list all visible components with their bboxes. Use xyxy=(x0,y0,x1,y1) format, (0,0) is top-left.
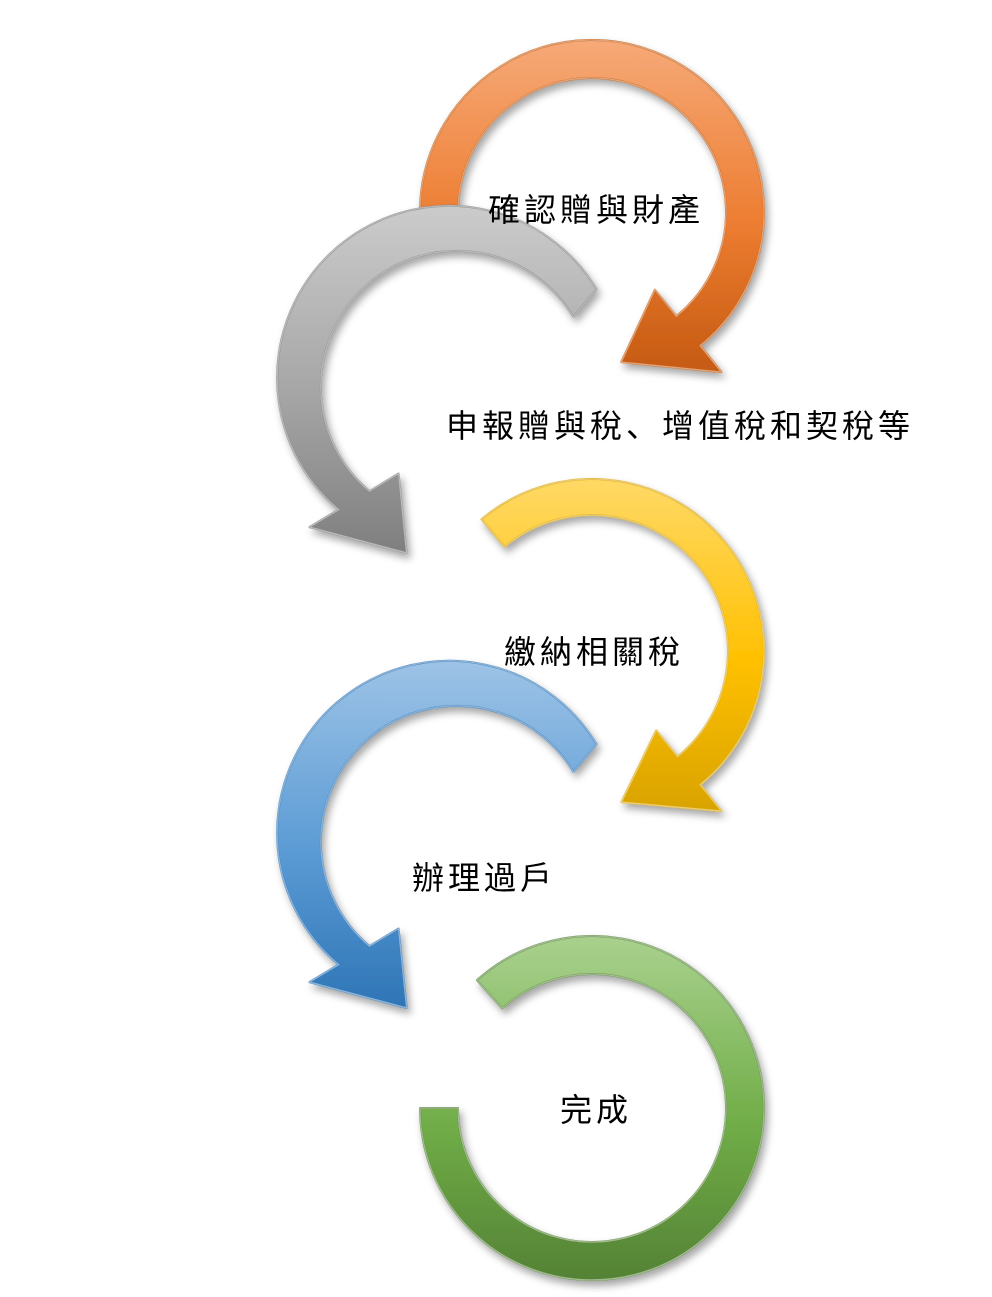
step-3-label: 繳納相關稅 xyxy=(504,633,685,671)
step-1-arrow xyxy=(419,39,765,374)
step-2-arrow xyxy=(276,204,598,555)
step-4-bevel xyxy=(276,660,598,1010)
step-3-arrow xyxy=(480,477,766,813)
step-2-bevel xyxy=(276,205,598,555)
step-5-bevel xyxy=(419,935,765,1281)
step-1-label: 確認贈與財產 xyxy=(488,191,705,229)
step-1-bevel xyxy=(419,39,765,374)
step-3-bevel xyxy=(480,478,765,812)
step-4-label: 辦理過戶 xyxy=(412,859,557,897)
step-2-label: 申報贈與稅、增值稅和契稅等 xyxy=(446,407,915,445)
step-4-arrow xyxy=(276,659,598,1009)
step-5-label: 完成 xyxy=(560,1091,633,1129)
step-5-ring xyxy=(419,935,765,1281)
